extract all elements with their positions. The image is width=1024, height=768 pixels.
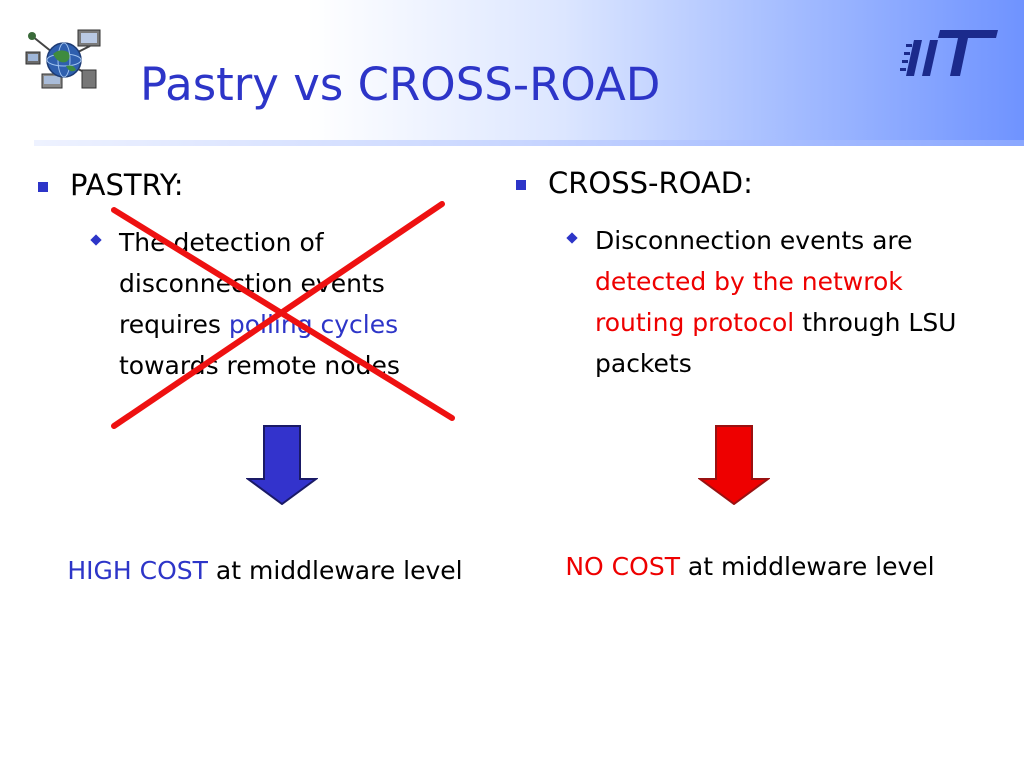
red-down-arrow-icon xyxy=(698,425,770,505)
no-cost-statement: NO COST at middleware level xyxy=(530,549,970,585)
cross-road-desc-part2: through LSU packets xyxy=(595,308,957,378)
globe-network-icon xyxy=(25,29,101,89)
high-cost-statement: HIGH COST at middleware level xyxy=(40,553,490,589)
diamond-bullet-icon xyxy=(566,232,578,244)
cross-road-heading: CROSS-ROAD: xyxy=(548,166,753,200)
pastry-heading: PASTRY: xyxy=(70,168,184,202)
cross-road-desc-part1: Disconnection events are xyxy=(595,226,913,255)
header-divider xyxy=(34,140,1024,146)
diamond-bullet-icon xyxy=(90,234,102,246)
slide-title: Pastry vs CROSS-ROAD xyxy=(140,58,661,111)
red-cross-out-icon xyxy=(111,201,455,429)
cross-road-sub-bullet: Disconnection events are detected by the… xyxy=(566,220,988,384)
cross-road-bullet: CROSS-ROAD: xyxy=(516,166,753,201)
no-cost-highlight: NO COST xyxy=(565,552,680,581)
high-cost-rest: at middleware level xyxy=(207,556,463,585)
iit-logo xyxy=(900,30,998,76)
routing-protocol-highlight: detected by the netwrok routing protocol xyxy=(595,267,903,337)
high-cost-highlight: HIGH COST xyxy=(67,556,208,585)
cross-road-description: Disconnection events are detected by the… xyxy=(595,220,988,384)
blue-down-arrow-icon xyxy=(246,425,318,505)
pastry-bullet: PASTRY: xyxy=(38,168,184,203)
no-cost-rest: at middleware level xyxy=(679,552,935,581)
square-bullet-icon xyxy=(516,180,526,190)
square-bullet-icon xyxy=(38,182,48,192)
header-band xyxy=(0,0,1024,146)
